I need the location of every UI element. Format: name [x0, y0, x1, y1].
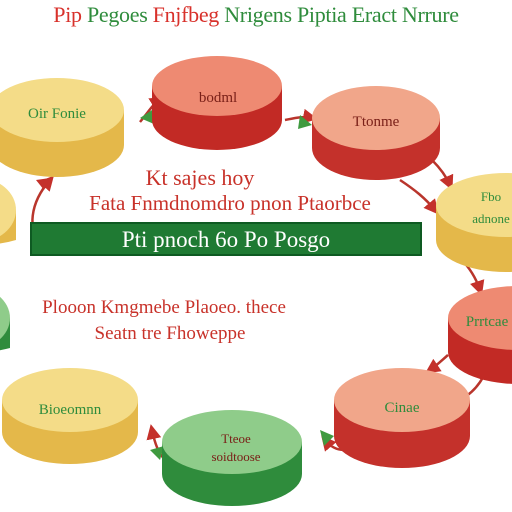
node-right: [436, 173, 512, 272]
node-label: Prrtcae: [465, 314, 509, 330]
node-bottom-left: [2, 368, 138, 464]
node-label: Ttonme: [352, 114, 400, 130]
node-top-left: [0, 78, 124, 177]
leaf-icon: [150, 446, 164, 460]
node-label: Bioeomnn: [38, 402, 102, 418]
leaf-icon: [320, 430, 334, 446]
arrow-connector: [399, 178, 439, 215]
title-word: Pegoes: [86, 2, 148, 27]
node-label: Oir Fonie: [28, 106, 86, 122]
node-bottom-right: [334, 368, 470, 468]
center-subheading: Fata Fnmdnomdro pnon Ptaorbce: [89, 191, 371, 215]
lower-text-line: Seatn tre Fhoweppe: [94, 323, 246, 344]
title-word: Nrigens: [224, 2, 292, 27]
leaf-icon: [298, 115, 312, 129]
leaf-icon: [140, 110, 154, 124]
node-label: Cinae: [384, 400, 420, 416]
node-left-partial-green: [0, 296, 10, 351]
node-bottom-center: [162, 410, 302, 506]
arrow-connector: [284, 108, 318, 124]
node-label: Tteoe soidtoose: [211, 431, 261, 464]
node-left-partial-yellow: [0, 183, 16, 244]
node-top-right: [312, 86, 440, 180]
title-word: Piptia: [296, 2, 347, 27]
arrow-connector: [425, 354, 449, 374]
diagram-title: Pip Pegoes Fnjfbeg Nrigens Piptia Eract …: [0, 2, 512, 28]
title-word: Eract: [351, 2, 397, 27]
arrow-connector: [431, 159, 454, 191]
lower-text-line: Plooon Kmgmebe Plaoeo. thece: [42, 297, 286, 318]
leaf-decorations: [36, 110, 334, 460]
title-word: Fnjfbeg: [152, 2, 220, 27]
node-top-center: [152, 56, 282, 150]
title-word: Nrrure: [401, 2, 459, 27]
leaf-icon: [36, 178, 50, 190]
center-heading: Kt sajes hoy: [145, 165, 255, 190]
center-banner: [30, 222, 422, 256]
node-label: Fbo adnone: [472, 189, 510, 226]
node-right-lower: [448, 286, 512, 384]
node-label: bodml: [198, 90, 238, 106]
title-word: Pip: [53, 2, 82, 27]
center-banner-text: Pti pnoch 6o Po Posgo: [121, 227, 331, 252]
